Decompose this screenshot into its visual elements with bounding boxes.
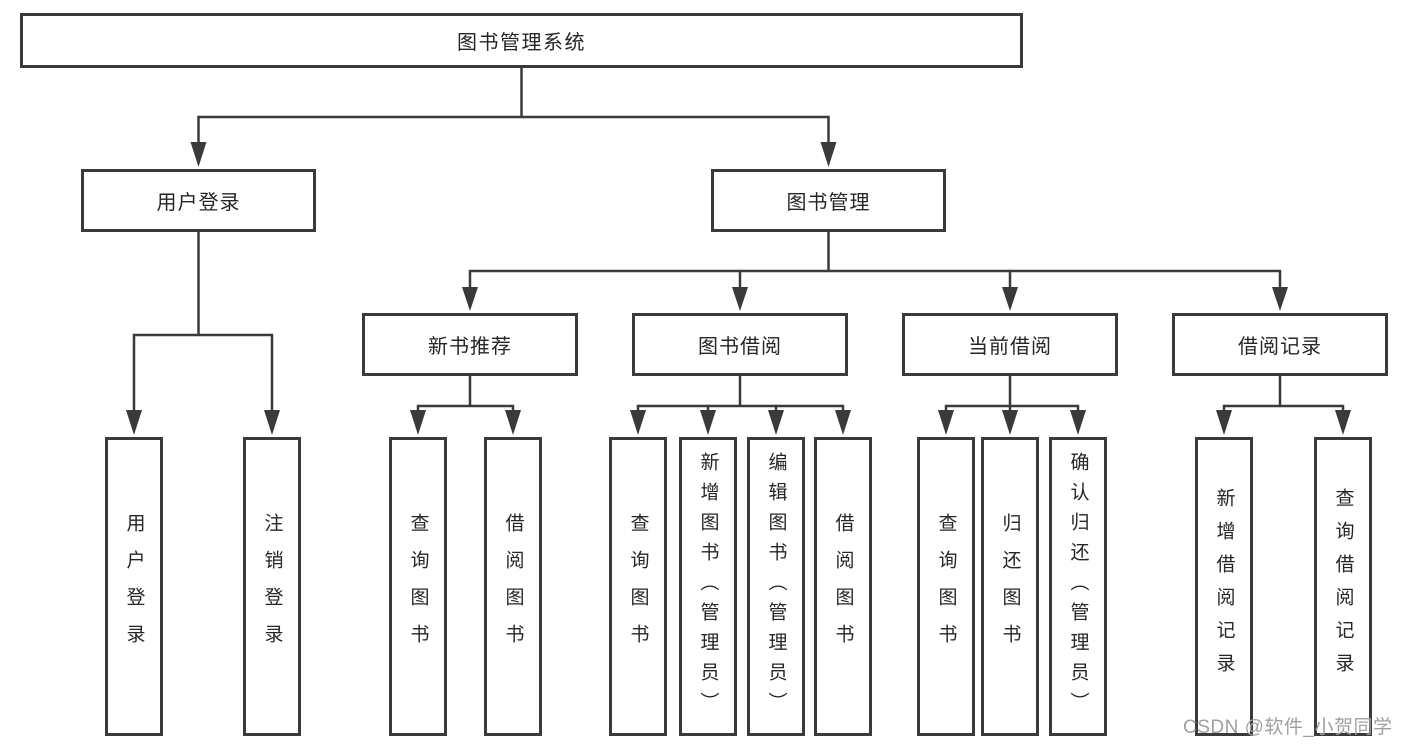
node-current-borrow: 当前借阅	[902, 313, 1118, 376]
watermark: CSDN @软件_小贺同学	[1183, 717, 1393, 738]
arrowhead-icon	[126, 410, 142, 435]
leaf-user-login: 用户登录	[105, 437, 163, 736]
edges-book-management	[462, 232, 1288, 311]
leaf-query-book-borrow: 查询图书	[609, 437, 667, 736]
leaf-confirm-return-admin: 确认归还（管理员）	[1049, 437, 1107, 736]
node-label: 当前借阅	[968, 336, 1052, 358]
arrowhead-icon	[1272, 287, 1288, 311]
node-label: 新增图书（管理员）	[697, 451, 719, 722]
edges-borrow-records	[1216, 376, 1351, 435]
node-label: 查询图书	[935, 512, 957, 661]
arrowhead-icon	[768, 410, 784, 435]
node-user-login: 用户登录	[81, 169, 316, 232]
arrowhead-icon	[505, 410, 521, 435]
leaf-borrow-book-recommend: 借阅图书	[484, 437, 542, 736]
arrowhead-icon	[1216, 410, 1232, 435]
node-label: 借阅图书	[502, 512, 524, 661]
node-label: 注销登录	[261, 512, 283, 661]
node-label: 新书推荐	[428, 336, 512, 358]
edges-user-login	[126, 232, 280, 435]
edges-current-borrow	[938, 376, 1086, 435]
arrowhead-icon	[835, 410, 851, 435]
node-new-book-recommend: 新书推荐	[362, 313, 578, 376]
node-borrow-records: 借阅记录	[1172, 313, 1388, 376]
node-label: 新增借阅记录	[1213, 487, 1235, 686]
arrowhead-icon	[732, 287, 748, 311]
leaf-edit-book-admin: 编辑图书（管理员）	[747, 437, 805, 736]
arrowhead-icon	[410, 410, 426, 435]
node-label: 归还图书	[999, 512, 1021, 661]
node-label: 借阅记录	[1238, 336, 1322, 358]
arrowhead-icon	[1002, 287, 1018, 311]
node-label: 用户登录	[156, 192, 241, 214]
leaf-query-borrow-record: 查询借阅记录	[1314, 437, 1372, 736]
leaf-add-book-admin: 新增图书（管理员）	[679, 437, 737, 736]
node-label: 借阅图书	[832, 512, 854, 661]
arrowhead-icon	[190, 142, 207, 167]
arrowhead-icon	[264, 410, 280, 435]
node-book-management: 图书管理	[711, 169, 946, 232]
leaf-logout: 注销登录	[243, 437, 301, 736]
node-label: 图书管理	[786, 192, 871, 214]
node-label: 查询图书	[627, 512, 649, 661]
arrowhead-icon	[630, 410, 646, 435]
node-label: 用户登录	[123, 512, 145, 661]
node-label: 编辑图书（管理员）	[765, 451, 787, 722]
node-label: 图书管理系统	[457, 32, 586, 54]
node-label: 查询借阅记录	[1332, 487, 1354, 686]
arrowhead-icon	[1002, 410, 1018, 435]
leaf-return-book: 归还图书	[981, 437, 1039, 736]
leaf-borrow-book: 借阅图书	[814, 437, 872, 736]
arrowhead-icon	[462, 287, 478, 311]
arrowhead-icon	[1335, 410, 1351, 435]
node-root: 图书管理系统	[20, 13, 1023, 68]
arrowhead-icon	[1070, 410, 1086, 435]
leaf-query-book-recommend: 查询图书	[389, 437, 447, 736]
node-label: 查询图书	[407, 512, 429, 661]
node-label: 确认归还（管理员）	[1067, 451, 1089, 722]
node-label: 图书借阅	[698, 336, 782, 358]
leaf-add-borrow-record: 新增借阅记录	[1195, 437, 1253, 736]
arrowhead-icon	[700, 410, 716, 435]
edges-book-borrow	[630, 376, 851, 435]
arrowhead-icon	[938, 410, 954, 435]
arrowhead-icon	[820, 142, 837, 167]
node-book-borrow: 图书借阅	[632, 313, 848, 376]
edges-root	[190, 68, 837, 167]
leaf-query-book-current: 查询图书	[917, 437, 975, 736]
edges-new-book-recommend	[410, 376, 521, 435]
